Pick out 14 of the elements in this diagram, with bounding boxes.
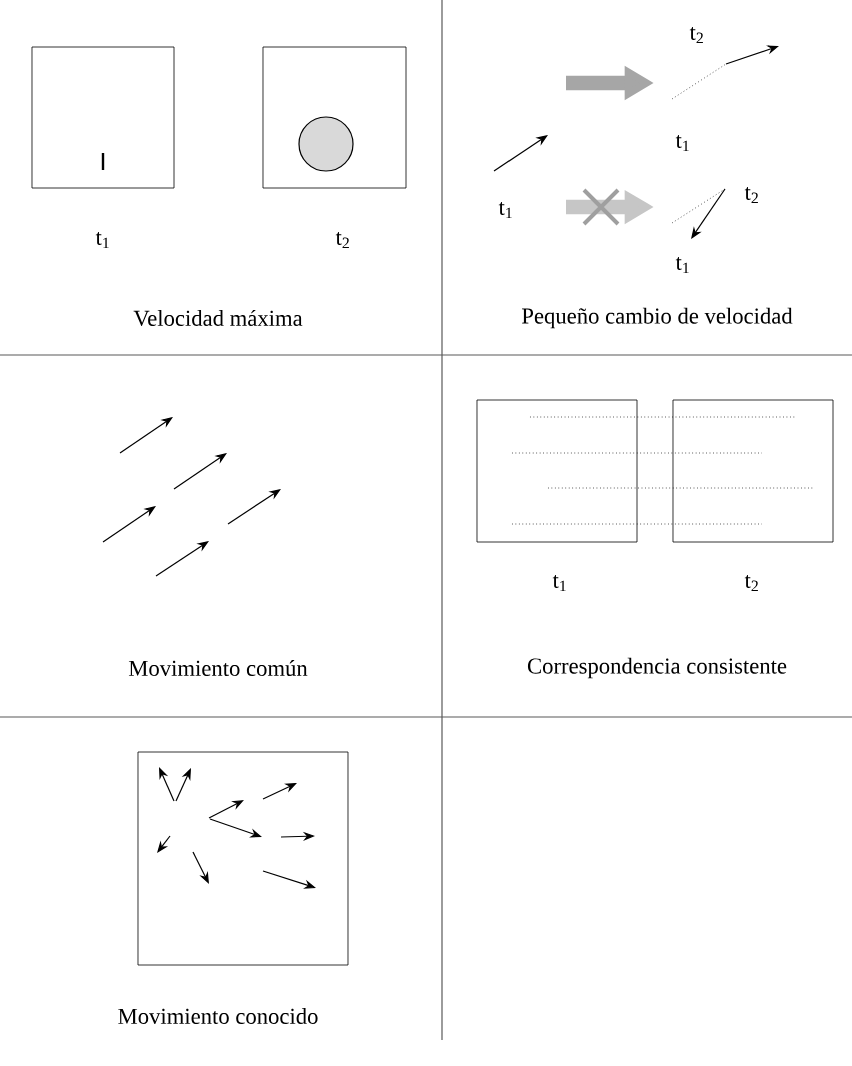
caption: Movimiento conocido — [118, 1008, 318, 1024]
time-label: t$_{1}$ — [552, 574, 566, 592]
time-label: t$_{2}$ — [335, 231, 349, 249]
time-label: t$_{2}$ — [689, 26, 703, 44]
time-label: t$_{2}$ — [744, 186, 758, 204]
time-label: t$_{1}$ — [675, 256, 689, 274]
time-label: t$_{1}$ — [95, 231, 109, 249]
time-label: t$_{1}$ — [498, 201, 512, 219]
time-label: t$_{2}$ — [744, 574, 758, 592]
caption: Correspondencia consistente — [527, 657, 787, 679]
caption: Pequeño cambio de velocidad — [522, 307, 793, 329]
caption: Movimiento común — [128, 660, 308, 676]
caption: Velocidad máxima — [133, 309, 303, 327]
time-label: t$_{1}$ — [675, 134, 689, 152]
